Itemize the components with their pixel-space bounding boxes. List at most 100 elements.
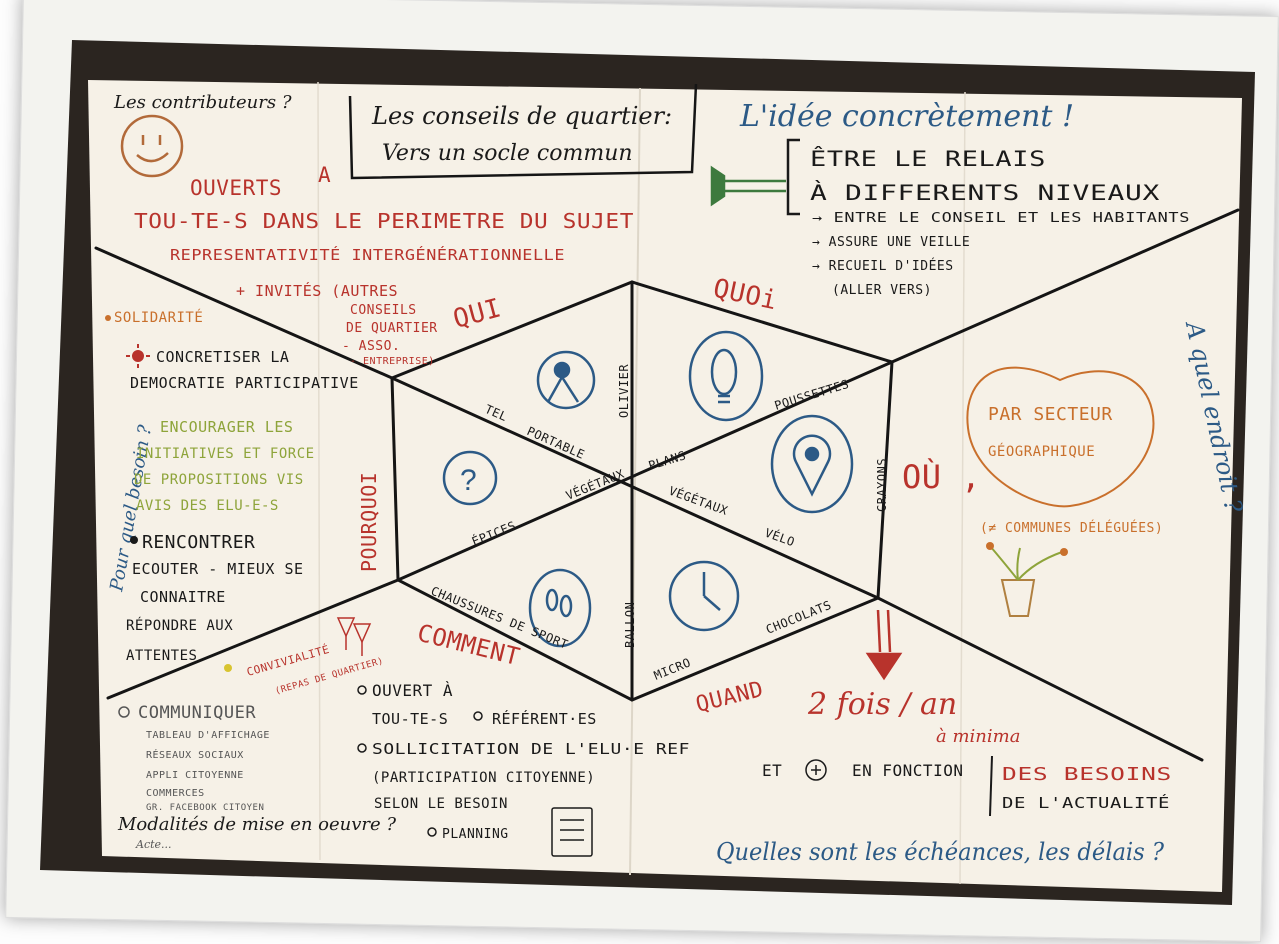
- selon-besoin-text: SELON LE BESOIN: [374, 796, 508, 812]
- diagram-lines: [94, 208, 1240, 762]
- communiquer-bullet: [118, 706, 130, 718]
- communiquer-item-2: RÉSEAUX SOCIAUX: [146, 748, 244, 761]
- referent-text: RÉFÉRENT·ES: [492, 709, 597, 728]
- svg-text:?: ?: [460, 464, 477, 497]
- encourager-text-1: ENCOURAGER LES: [160, 418, 293, 436]
- autres-conseils-text: CONSEILS: [350, 303, 417, 318]
- flower-pot-icon: [986, 542, 1068, 617]
- ecouter-text: ECOUTER - MIEUX SE: [132, 560, 304, 578]
- rencontrer-text: RENCONTRER: [142, 532, 255, 553]
- smiley-icon: [120, 114, 184, 178]
- plus-circle-icon: [805, 759, 827, 781]
- idee-heading: L'idée concrètement !: [739, 99, 1074, 134]
- title-line-2: Vers un socle commun: [382, 141, 633, 166]
- invites-text: + INVITÉS (AUTRES: [236, 281, 398, 300]
- representativite-text: REPRESENTATIVITÉ INTERGÉNÉRATIONNELLE: [170, 245, 565, 264]
- planning-text: PLANNING: [442, 827, 509, 842]
- minima-text: à minima: [936, 726, 1020, 747]
- echeances-question: Quelles sont les échéances, les délais ?: [716, 838, 1164, 866]
- communiquer-item-4: COMMERCES: [146, 788, 205, 799]
- bullet-habitants: → ENTRE LE CONSEIL ET LES HABITANTS: [812, 211, 1190, 226]
- convivialite-bullet: [224, 664, 232, 672]
- bullet-veille: → ASSURE UNE VEILLE: [812, 235, 970, 250]
- niveaux-text: À DIFFERENTS NIVEAUX: [810, 180, 1160, 205]
- solidarite-text: SOLIDARITÉ: [114, 309, 203, 326]
- idee-bracket: [786, 138, 800, 216]
- encourager-text-3: DE PROPOSITIONS VIS: [134, 472, 304, 488]
- rencontrer-bullet: [130, 536, 138, 544]
- ouvert-text: OUVERT À: [372, 681, 453, 700]
- connaitre-text: CONNAITRE: [140, 588, 226, 606]
- encourager-text-2: INITIATIVES ET FORCE: [136, 446, 315, 462]
- en-fonction-text: EN FONCTION: [852, 761, 963, 780]
- de-quartier-text: DE QUARTIER: [346, 321, 438, 336]
- hexagon-cross-1: [390, 376, 880, 600]
- megaphone-icon: [710, 165, 786, 207]
- relais-text: ÊTRE LE RELAIS: [810, 146, 1046, 171]
- paper-fold-left: [317, 81, 321, 861]
- label-ou: OÙ ,: [902, 457, 981, 496]
- actualite-text: DE L'ACTUALITÉ: [1002, 793, 1170, 812]
- planning-bullet: [427, 827, 437, 837]
- et-text: ET: [762, 761, 782, 780]
- down-arrow-icon: [865, 609, 903, 681]
- diagonal-bottom-left: [106, 578, 400, 700]
- attentes-text: ATTENTES: [126, 648, 197, 664]
- geographique-text: GÉOGRAPHIQUE: [988, 443, 1095, 460]
- clock-icon: [668, 560, 740, 632]
- democratie-text: DEMOCRATIE PARTICIPATIVE: [130, 374, 359, 392]
- sun-bullet-icon: [126, 344, 150, 368]
- referent-bullet: [473, 711, 483, 721]
- solidarite-bullet: [105, 315, 111, 321]
- acte-text: Acte...: [135, 838, 172, 851]
- diagonal-top-right: [890, 208, 1240, 364]
- perimetre-text: TOU-TE-S DANS LE PERIMETRE DU SUJET: [134, 209, 634, 233]
- ouverts-a-text: A: [318, 163, 331, 187]
- secteur-text: PAR SECTEUR: [988, 404, 1113, 425]
- communiquer-text: COMMUNIQUER: [138, 703, 256, 723]
- modalites-text: Modalités de mise en oeuvre ?: [117, 814, 396, 835]
- fonction-divider: [989, 755, 993, 817]
- question-mark-icon: ?: [442, 450, 498, 506]
- ouvert-bullet: [357, 685, 367, 695]
- encourager-text-4: AVIS DES ELU-E-S: [136, 498, 279, 514]
- communiquer-item-5: GR. FACEBOOK CITOYEN: [146, 803, 264, 813]
- asso-text: - ASSO.: [342, 339, 400, 354]
- word-ballon: BALLON: [623, 602, 637, 648]
- diagonal-top-left: [94, 246, 394, 380]
- repondre-text: RÉPONDRE AUX: [126, 617, 233, 634]
- footprints-icon: [528, 568, 592, 648]
- sollicitation-text: SOLLICITATION DE L'ELU·E REF: [372, 740, 690, 758]
- paper-fold-right: [959, 91, 966, 885]
- person-pin-icon: [536, 350, 596, 410]
- sollicitation-bullet: [357, 743, 367, 753]
- fois-text: 2 fois / an: [807, 687, 957, 722]
- paper-sheet: [88, 80, 1242, 892]
- des-besoins-text: DES BESOINS: [1002, 764, 1172, 785]
- bullet-aller-vers: (ALLER VERS): [832, 283, 932, 298]
- toutes-text: TOU-TE-S: [372, 710, 448, 728]
- location-pin-icon: [770, 414, 854, 514]
- ouverts-text: OUVERTS: [190, 176, 282, 200]
- participation-text: (PARTICIPATION CITOYENNE): [372, 770, 595, 786]
- diagonal-bottom-right: [876, 596, 1204, 762]
- title-box-outline: [348, 83, 698, 180]
- word-olivier: OLIVIER: [617, 364, 631, 418]
- concretiser-text: CONCRETISER LA: [156, 348, 289, 366]
- entreprise-text: - ENTREPRISE): [350, 356, 435, 367]
- secteur-heart-outline: [966, 366, 1155, 508]
- contributeurs-heading: Les contributeurs ?: [113, 92, 292, 113]
- communiquer-item-3: APPLI CITOYENNE: [146, 770, 244, 781]
- checklist-icon: [551, 807, 593, 857]
- hexagon-cross-2: [396, 360, 894, 582]
- label-pourquoi: POURQUOI: [357, 472, 381, 572]
- word-crayons: CRAYONS: [875, 458, 889, 512]
- paper-fold-vertical: [629, 87, 641, 876]
- lightbulb-icon: [688, 330, 764, 422]
- bullet-idees: → RECUEIL D'IDÉES: [812, 258, 954, 274]
- wine-glasses-icon: [336, 617, 372, 656]
- title-line-1: Les conseils de quartier:: [371, 102, 672, 130]
- communiquer-item-1: TABLEAU D'AFFICHAGE: [146, 730, 270, 741]
